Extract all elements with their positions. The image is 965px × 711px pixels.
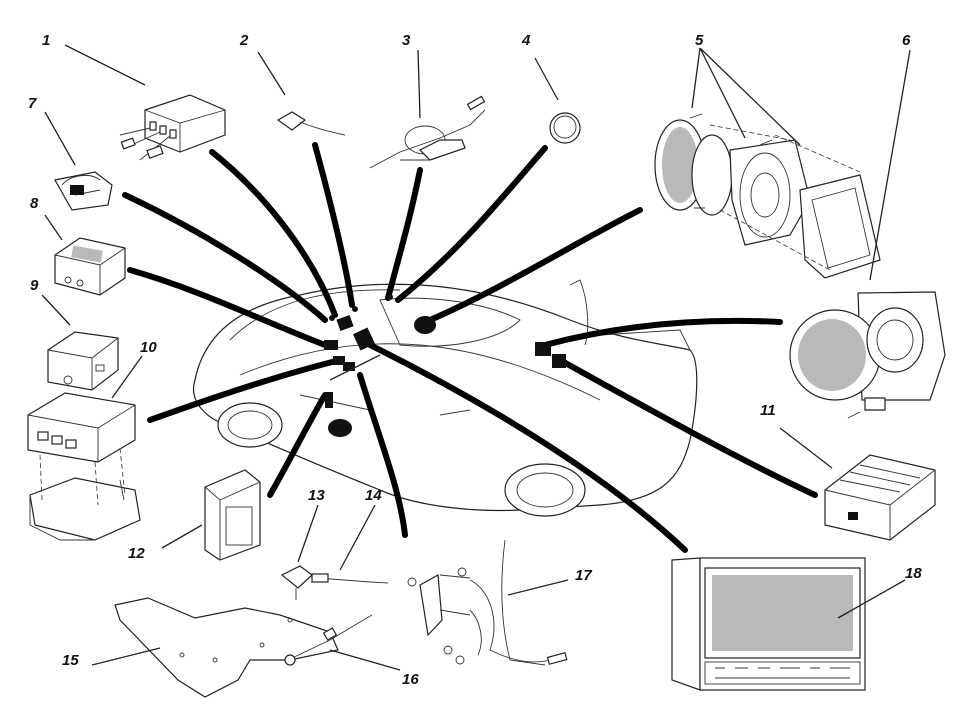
callout-2: 2: [239, 32, 249, 49]
part-12-enclosure: [204, 469, 261, 561]
callout-17: 17: [575, 567, 592, 584]
part-10-module-bracket: [27, 392, 141, 541]
part-18-head-unit: [671, 557, 866, 691]
part-16-ground-cable: [284, 614, 373, 666]
callout-15: 15: [62, 652, 79, 669]
part-5-speaker-kit: [654, 113, 881, 279]
callout-3: 3: [402, 32, 411, 49]
callout-numbers: 1 2 3 4 5 6 7 8 9 10 11 12 13 14 15 16 1…: [28, 32, 922, 688]
callout-11: 11: [760, 402, 776, 419]
part-4-button: [549, 112, 581, 144]
part-2-antenna: [276, 111, 346, 136]
callout-9: 9: [30, 277, 39, 294]
part-9-box: [47, 331, 119, 391]
part-6-speaker: [789, 291, 946, 419]
callout-4: 4: [521, 32, 531, 49]
part-11-amplifier: [824, 454, 936, 541]
callout-18: 18: [905, 565, 922, 582]
callout-8: 8: [30, 195, 39, 212]
callout-1: 1: [42, 32, 50, 49]
part-15-mounting-plate: [114, 597, 339, 698]
callout-leaders: [41, 44, 911, 671]
callout-10: 10: [140, 339, 157, 356]
callout-6: 6: [902, 32, 911, 49]
part-8-module: [54, 237, 126, 296]
callout-7: 7: [28, 95, 37, 112]
callout-16: 16: [402, 671, 419, 688]
part-1-interface-module: [119, 94, 226, 161]
callout-14: 14: [365, 487, 382, 504]
callout-13: 13: [308, 487, 325, 504]
part-3-cable-adapter: [369, 95, 486, 169]
part-13-antenna-base: [280, 565, 313, 600]
callout-12: 12: [128, 545, 145, 562]
part-17-bracket-wire: [407, 539, 568, 666]
part-14-antenna-cable: [311, 573, 389, 584]
car-connectors: [324, 294, 566, 437]
connection-cables: [122, 142, 818, 553]
part-7-clip: [54, 171, 113, 211]
callout-5: 5: [695, 32, 704, 49]
